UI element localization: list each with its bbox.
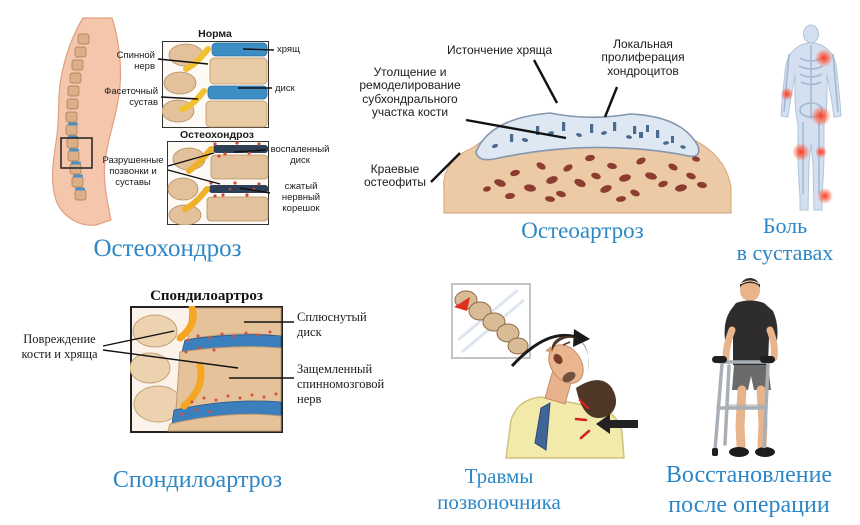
caption-osteoarthrosis: Остеоартроз bbox=[521, 218, 644, 243]
label-cartilage: хрящ bbox=[277, 44, 300, 55]
panel-osteochondrosis: Норма Спинной нерв хрящ Фасеточный суста… bbox=[0, 0, 335, 270]
caption-joint-pain-line1: Боль bbox=[762, 213, 808, 238]
panel-osteoarthrosis: Истончение хряща Локальная пролиферация … bbox=[335, 0, 735, 260]
label-disc: диск bbox=[275, 83, 295, 94]
normal-diagram-title: Норма bbox=[198, 28, 232, 40]
panel-joint-pain: Боль в суставах bbox=[710, 0, 860, 275]
label-compressed-nerve-root: сжатый нервный корешок bbox=[281, 181, 321, 215]
man-with-walker-photo bbox=[712, 278, 778, 457]
osteochondrosis-spine-diagram bbox=[167, 141, 269, 225]
label-facet-joint: Фасеточный сустав bbox=[104, 86, 158, 109]
label-pinched-spinal-nerve: Защемленный спинномозговой нерв bbox=[297, 362, 385, 406]
panel-spondyloarthrosis: Спондилоартроз bbox=[0, 280, 420, 525]
caption-recovery-line1: Восстановление bbox=[665, 462, 833, 488]
caption-post-surgery-recovery: Восстановление после операции bbox=[642, 460, 856, 520]
label-bone-cartilage-damage: Повреждение кости и хряща bbox=[21, 332, 98, 361]
caption-spine-injuries: Травмы позвоночника bbox=[420, 463, 578, 515]
label-subchondral-remodeling: Утолщение и ремоделирование субхондральн… bbox=[359, 65, 461, 120]
caption-spondyloarthrosis: Спондилоартроз bbox=[112, 467, 283, 493]
spondyloarthrosis-spine-diagram bbox=[130, 306, 283, 433]
label-cartilage-thinning: Истончение хряща bbox=[447, 43, 553, 57]
label-spinal-nerve: Спинной нерв bbox=[116, 50, 155, 73]
diseased-diagram-title: Остеохондроз bbox=[179, 129, 255, 141]
osteoarthrosis-bone-illustration bbox=[443, 112, 732, 214]
caption-spine-injuries-line1: Травмы bbox=[464, 464, 534, 488]
caption-joint-pain-line2: в суставах bbox=[736, 240, 834, 265]
caption-joint-pain: Боль в суставах bbox=[715, 212, 855, 266]
whiplash-injury-illustration bbox=[451, 283, 638, 459]
label-flattened-disc: Сплюснутый диск bbox=[297, 310, 367, 339]
panel-spine-injuries: Травмы позвоночника bbox=[420, 278, 640, 525]
label-destroyed-vertebrae: Разрушенные позвонки и суставы bbox=[102, 155, 164, 189]
spondyloarthrosis-diagram-title: Спондилоартроз bbox=[150, 288, 263, 304]
spine-side-body-illustration bbox=[51, 17, 122, 226]
lumbar-highlight-box bbox=[60, 137, 93, 169]
label-marginal-osteophytes: Краевые остеофиты bbox=[363, 162, 427, 190]
label-chondrocyte-proliferation: Локальная пролиферация хондроцитов bbox=[601, 37, 685, 78]
normal-spine-diagram bbox=[162, 41, 269, 128]
caption-spine-injuries-line2: позвоночника bbox=[437, 490, 561, 514]
caption-recovery-line2: после операции bbox=[668, 492, 830, 518]
caption-osteochondrosis: Остеохондроз bbox=[93, 235, 242, 262]
panel-post-surgery-recovery: Восстановление после операции bbox=[640, 276, 860, 525]
label-inflamed-disc: воспаленный диск bbox=[270, 144, 330, 167]
joint-pain-body-illustration bbox=[780, 24, 842, 211]
